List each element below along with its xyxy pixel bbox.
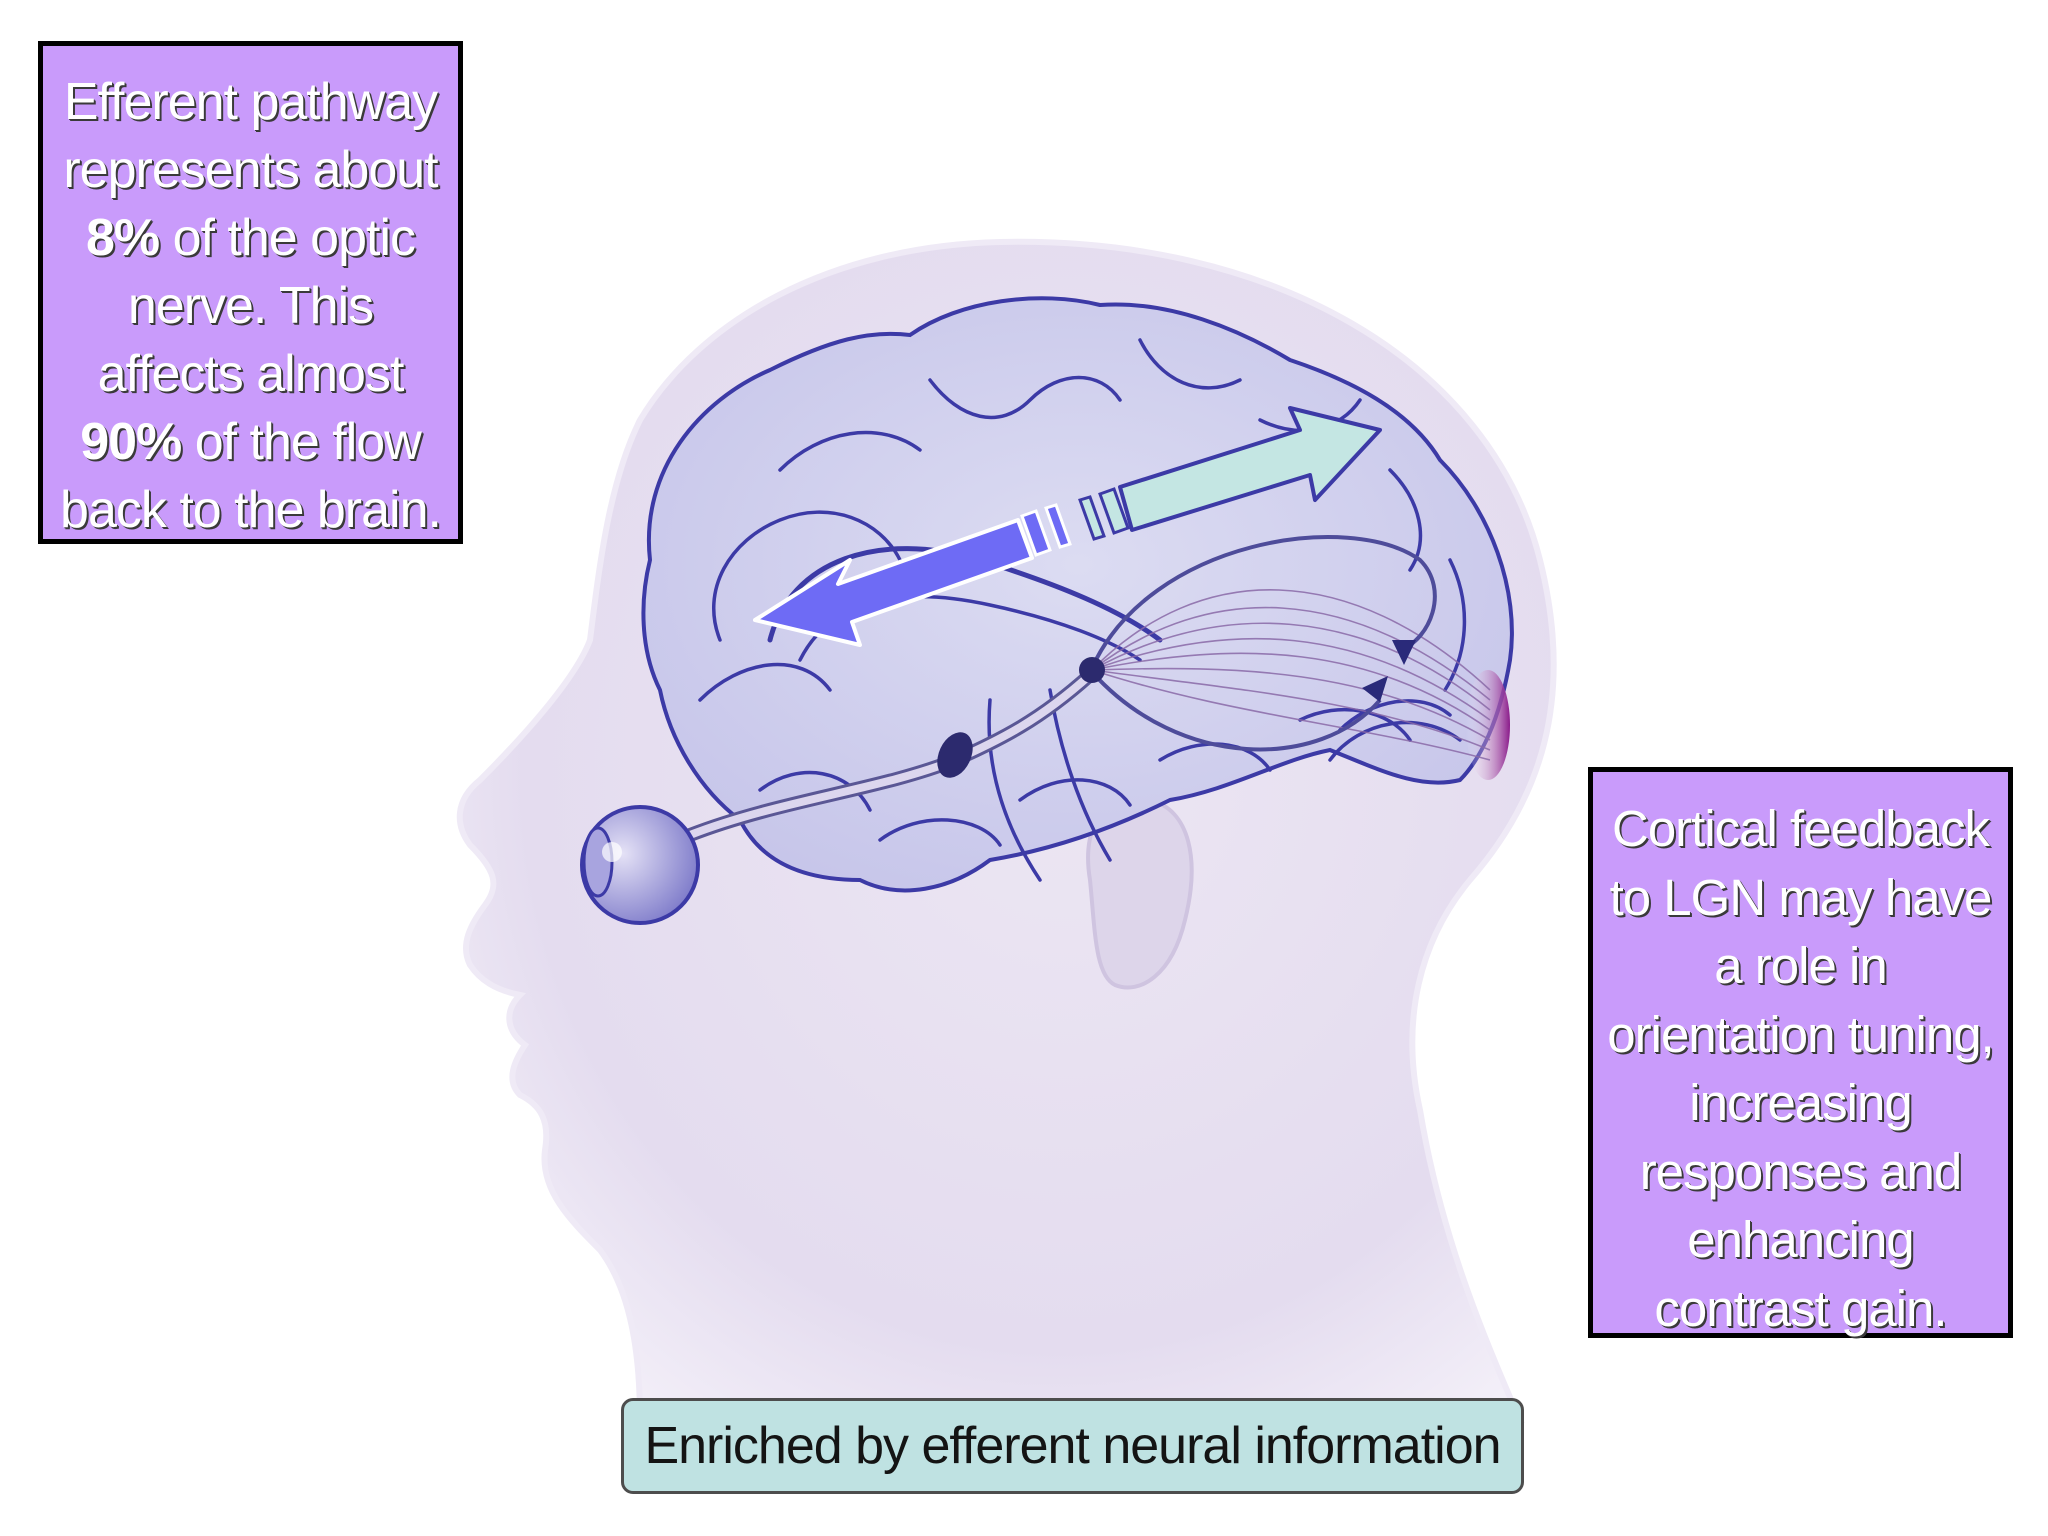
optic-chiasm <box>937 732 973 778</box>
callout-line: back to the brain. <box>60 481 442 539</box>
callout-line: to LGN may have <box>1609 868 1993 926</box>
callout-line: affects almost <box>97 345 405 403</box>
caption-box: Enriched by efferent neural information <box>621 1398 1524 1494</box>
callout-line: Cortical feedback <box>1611 800 1990 857</box>
callout-line: represents about <box>63 141 438 199</box>
optic-radiation-fibers <box>1091 589 1491 761</box>
callout-line: Efferent pathway <box>63 73 438 131</box>
efferent-arrow-left-icon <box>753 503 1072 647</box>
efferent-pathway-callout: Efferent pathway represents about 8% of … <box>38 41 463 544</box>
callout-line: increasing <box>1689 1074 1912 1131</box>
visual-cortex-spot <box>1466 670 1510 780</box>
callout-line: a role in <box>1714 937 1887 994</box>
eye-icon <box>580 805 700 925</box>
feedback-arrowhead-down <box>1392 640 1416 665</box>
percent-8: 8% <box>86 209 160 267</box>
lgn-node <box>1079 657 1105 683</box>
feedback-arrowhead-up <box>1362 676 1388 702</box>
callout-line: contrast gain. <box>1654 1279 1947 1337</box>
callout-line: responses and <box>1639 1142 1963 1200</box>
callout-line: 8% of the optic <box>86 209 416 267</box>
callout-line: enhancing <box>1687 1211 1914 1268</box>
afferent-arrow-right-icon <box>1078 406 1382 541</box>
fiber-bundle-outline <box>1090 535 1437 669</box>
percent-90: 90% <box>80 413 182 471</box>
callout-line: nerve. This <box>127 277 374 335</box>
cortical-feedback-callout: Cortical feedback to LGN may have a role… <box>1588 767 2013 1338</box>
callout-line: 90% of the flow <box>80 413 422 471</box>
callout-line: orientation tuning, <box>1607 1005 1994 1063</box>
caption-text: Enriched by efferent neural information <box>644 1417 1501 1475</box>
